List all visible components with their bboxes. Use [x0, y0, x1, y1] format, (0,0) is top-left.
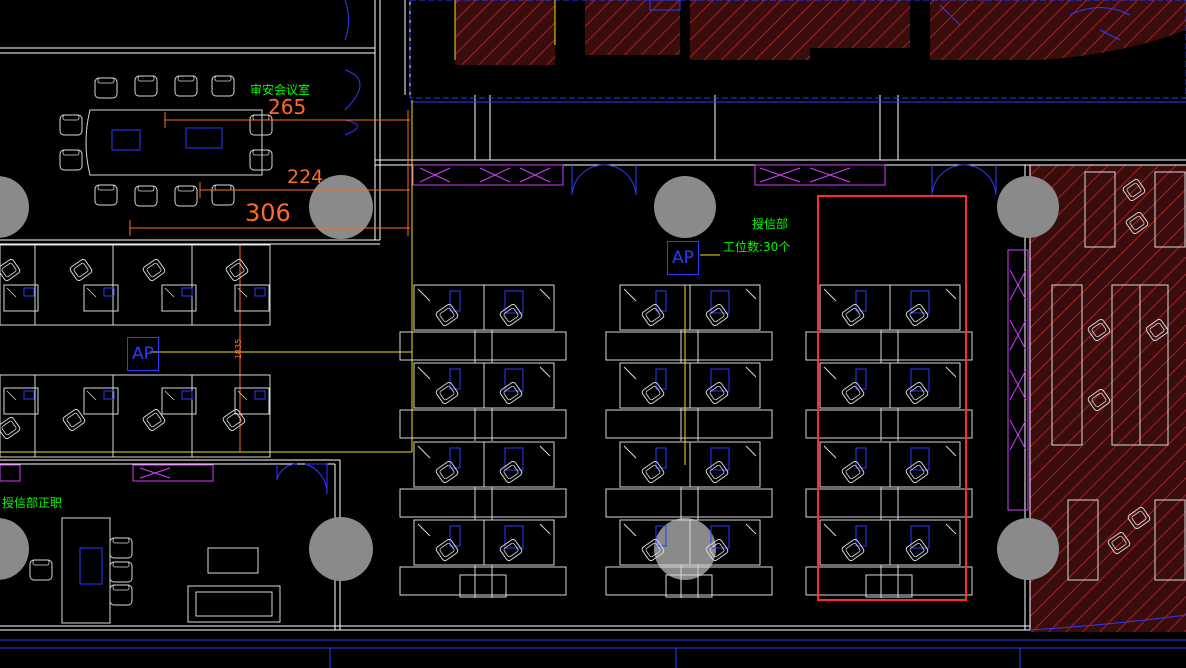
- dept-label: 授信部: [752, 217, 789, 231]
- workstation-block-1: [399, 284, 567, 598]
- meeting-room-label: 审安会议室: [250, 83, 311, 97]
- yellow-lines: [0, 0, 720, 465]
- dimension-265: 265: [268, 95, 307, 119]
- workstation-block-2: [605, 284, 773, 598]
- right-office-furniture: [1051, 171, 1186, 581]
- workstation-count-label: 工位数:30个: [723, 240, 791, 254]
- columns: [0, 175, 1059, 581]
- manager-office-label: 授信部正职: [2, 496, 63, 510]
- meeting-table: [59, 75, 273, 207]
- left-workstations: [0, 244, 271, 458]
- access-point-center[interactable]: AP: [667, 241, 699, 275]
- access-point-left[interactable]: AP: [127, 337, 159, 371]
- dimension-lines: [129, 110, 410, 452]
- dimension-1835: 1835: [234, 338, 244, 360]
- windows: [0, 164, 1029, 511]
- hatch-area-top: [455, 0, 1186, 65]
- dimension-224: 224: [287, 166, 324, 188]
- dimension-306: 306: [245, 199, 291, 227]
- selection-box[interactable]: [817, 195, 967, 601]
- manager-office-furniture: [29, 517, 281, 624]
- workstation-block-3: [805, 284, 973, 598]
